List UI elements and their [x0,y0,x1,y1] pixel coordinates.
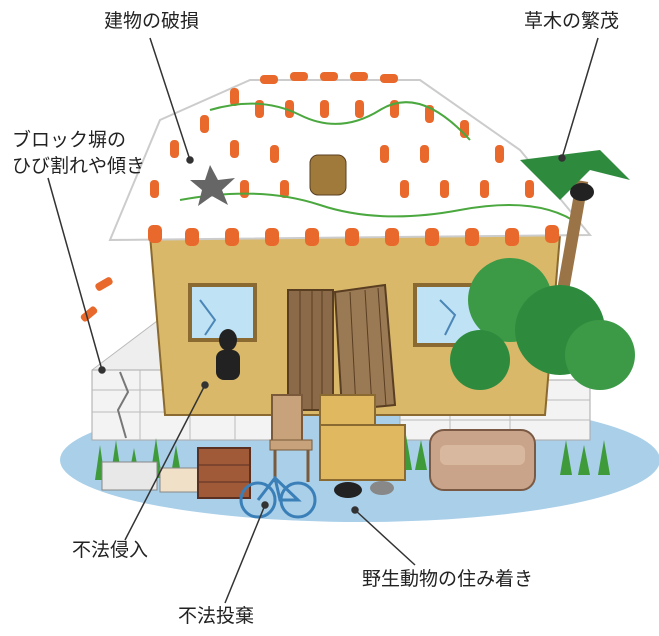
label-block-wall: ブロック塀の ひび割れや傾き [12,127,145,179]
crow [570,183,594,201]
black-cat [334,482,362,498]
intruder-silhouette [216,329,240,380]
tiled-roof [80,72,593,322]
label-vegetation: 草木の繁茂 [524,10,620,32]
leader-lines [47,37,599,604]
shisa-statue [309,154,347,196]
label-block-wall-line2: ひび割れや傾き [12,155,146,177]
dumped-items [101,394,536,519]
door-left [287,289,334,411]
label-building-damage: 建物の破損 [104,10,200,32]
door-right-broken [333,283,397,412]
label-intrusion: 不法侵入 [72,539,149,561]
grey-cat [370,481,394,495]
label-block-wall-line1: ブロック塀の [12,129,127,151]
roof-damage-mark [190,165,235,206]
overgrown-trees [450,150,635,390]
label-wild-animals: 野生動物の住み着き [362,568,534,590]
broken-window-left [188,283,257,342]
label-dumping: 不法投棄 [178,605,255,627]
